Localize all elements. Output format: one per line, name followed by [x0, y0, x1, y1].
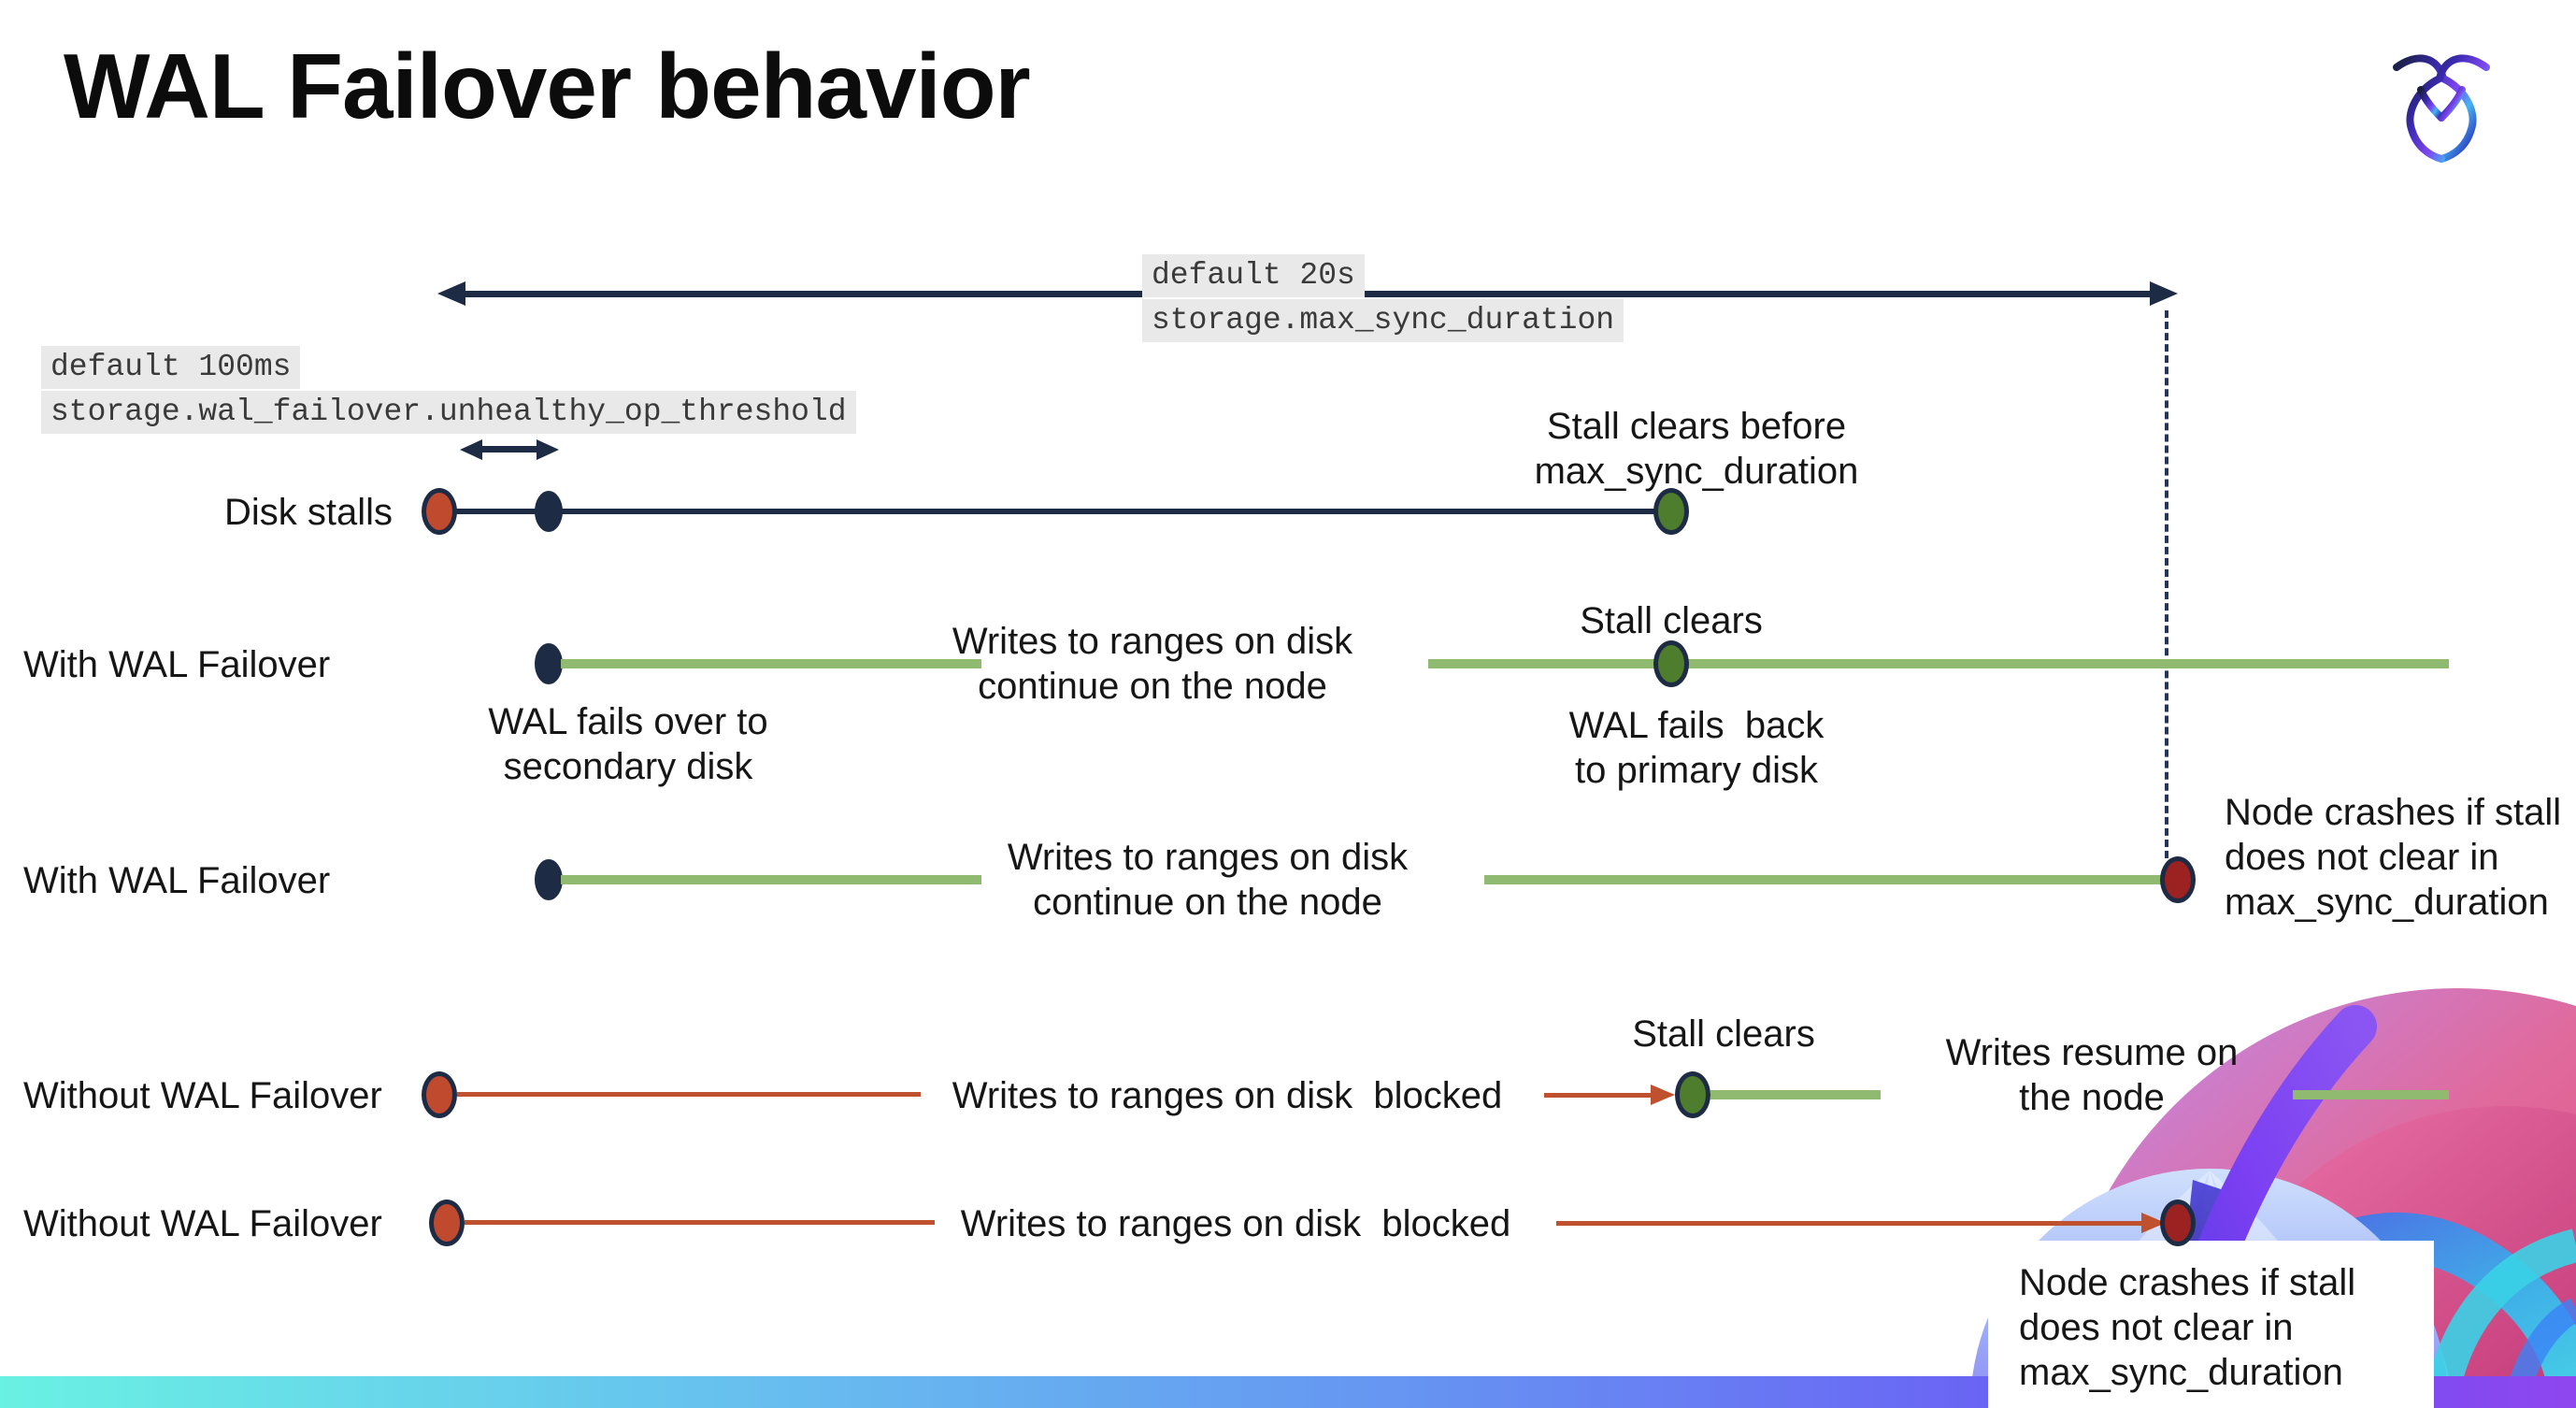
crash-dashed-line: [2165, 310, 2168, 858]
node-crash-note-2: Node crashes if stall does not clear in …: [2019, 1262, 2356, 1393]
writes-resume-line-b: [2293, 1090, 2449, 1099]
max-sync-setting-label: storage.max_sync_duration: [1142, 299, 1624, 342]
threshold-arrow-line: [480, 446, 537, 453]
writes-continue-line-d: [1484, 875, 2161, 884]
crash-note-box: [1988, 1241, 2434, 1408]
writes-continue-note-2: Writes to ranges on disk continue on the…: [1007, 837, 1409, 923]
writes-blocked-arrow-line: [1544, 1093, 1654, 1098]
max-sync-default-label: default 20s: [1142, 254, 1365, 297]
stall-clear-dot-2: [1653, 640, 1689, 687]
writes-resume-note: Writes resume on the node: [1945, 1032, 2239, 1118]
stall-clears-note-1: Stall clears: [1580, 600, 1763, 641]
row-label-with-wal-failover-2: With WAL Failover: [23, 860, 331, 901]
disk-stall-timeline: [439, 509, 1671, 514]
page-title: WAL Failover behavior: [64, 35, 1031, 137]
writes-blocked-line-b: [465, 1220, 935, 1225]
threshold-arrow-right-head-icon: [537, 439, 559, 460]
stall-clears-note-2: Stall clears: [1632, 1013, 1815, 1055]
threshold-setting-label: storage.wal_failover.unhealthy_op_thresh…: [41, 391, 856, 434]
stall-clears-before-note: Stall clears before max_sync_duration: [1534, 406, 1859, 492]
crash-dot-2: [2160, 1200, 2196, 1246]
stall-start-dot: [422, 488, 457, 535]
writes-continue-line-b: [1428, 659, 2449, 668]
stall-start-dot-3: [429, 1200, 465, 1246]
writes-blocked-arrow-head-icon: [1651, 1085, 1675, 1105]
failover-dot-2: [535, 859, 563, 900]
writes-blocked-note-2: Writes to ranges on disk blocked: [960, 1203, 1511, 1244]
row-label-without-wal-failover-2: Without WAL Failover: [23, 1203, 382, 1244]
writes-continue-line-c: [561, 875, 981, 884]
threshold-arrow-left-head-icon: [460, 439, 482, 460]
row-label-with-wal-failover-1: With WAL Failover: [23, 644, 331, 685]
stall-clear-dot: [1653, 488, 1689, 535]
node-crash-note-1: Node crashes if stall does not clear in …: [2225, 792, 2562, 923]
wal-failover-note: WAL fails over to secondary disk: [488, 701, 768, 787]
row-label-disk-stalls: Disk stalls: [224, 492, 394, 533]
cockroachdb-logo: [2393, 54, 2490, 163]
max-sync-arrow-left-head-icon: [437, 281, 465, 306]
crash-dot: [2160, 856, 2196, 903]
wal-failback-note: WAL fails back to primary disk: [1568, 705, 1825, 791]
crash-arrow-head-icon: [2141, 1213, 2166, 1233]
stall-start-dot-2: [422, 1071, 457, 1118]
writes-continue-note: Writes to ranges on disk continue on the…: [952, 621, 1353, 707]
threshold-dot: [535, 491, 563, 532]
failover-dot: [535, 643, 563, 684]
writes-blocked-note-1: Writes to ranges on disk blocked: [952, 1075, 1503, 1116]
row-label-without-wal-failover-1: Without WAL Failover: [23, 1075, 382, 1116]
stall-clear-dot-3: [1675, 1071, 1710, 1118]
max-sync-arrow-right-head-icon: [2150, 281, 2178, 306]
threshold-default-label: default 100ms: [41, 346, 301, 389]
writes-continue-line-a: [561, 659, 981, 668]
writes-blocked-line-a: [457, 1092, 921, 1097]
crash-arrow-line: [1556, 1221, 2145, 1226]
writes-resume-line-a: [1710, 1090, 1881, 1099]
